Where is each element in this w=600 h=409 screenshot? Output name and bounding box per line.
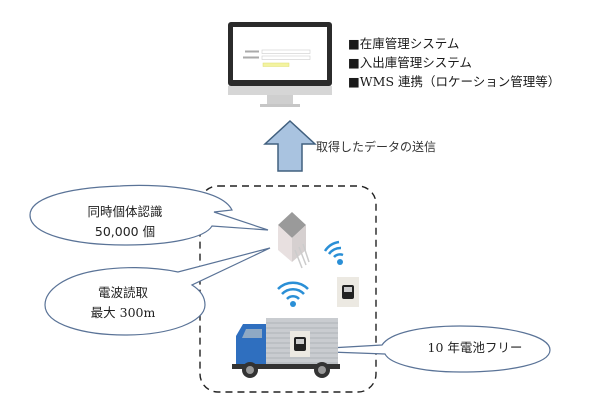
callout-battery — [329, 325, 551, 373]
truck-icon — [232, 318, 340, 378]
callout-battery-line1: 10 年電池フリー — [427, 340, 523, 355]
wifi-icon — [323, 240, 344, 265]
callout-simultaneous-line2: 50,000 個 — [94, 224, 156, 239]
callout-simultaneous-text: 同時個体認識 50,000 個 — [50, 202, 200, 242]
callout-range-line2: 最大 300m — [90, 305, 156, 320]
data-transfer-label: 取得したデータの送信 — [316, 140, 437, 154]
monitor-icon — [228, 22, 332, 107]
login-field-1[interactable] — [261, 49, 311, 54]
system-item-wms: ■WMS 連携（ロケーション管理等） — [348, 74, 561, 89]
rfid-tag-icon — [337, 277, 359, 307]
login-button[interactable] — [262, 62, 290, 67]
sensor-area-frame — [199, 185, 377, 393]
rfid-reader-icon — [278, 212, 310, 269]
callout-simultaneous-line1: 同時個体認識 — [87, 204, 163, 219]
upload-arrow-icon — [263, 119, 317, 172]
system-item-in-out: ■入出庫管理システム — [348, 55, 472, 70]
system-list: ■在庫管理システム ■入出庫管理システム ■WMS 連携（ロケーション管理等） — [348, 34, 560, 91]
callout-battery-text: 10 年電池フリー — [395, 338, 555, 358]
callout-range — [44, 247, 271, 336]
wifi-icon — [277, 281, 309, 307]
callout-range-line1: 電波読取 — [97, 285, 148, 300]
callout-range-text: 電波読取 最大 300m — [58, 283, 188, 323]
system-item-inventory: ■在庫管理システム — [348, 36, 460, 51]
login-field-2[interactable] — [261, 55, 311, 60]
callout-simultaneous — [29, 184, 269, 246]
